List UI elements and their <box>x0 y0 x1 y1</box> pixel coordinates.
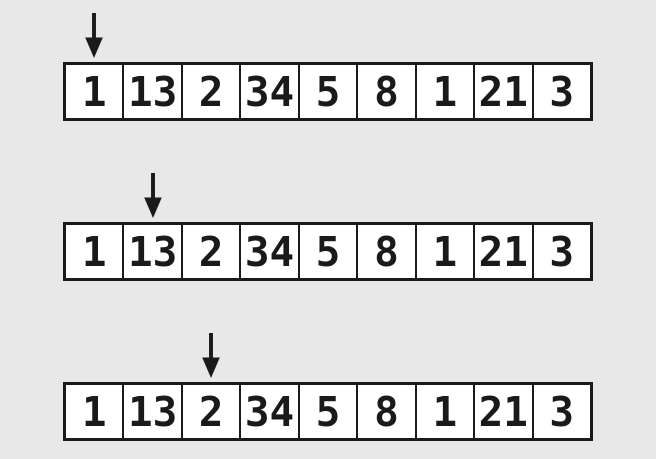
array-cell: 21 <box>473 65 532 118</box>
array-cell: 1 <box>66 385 123 438</box>
array-cell: 34 <box>239 225 298 278</box>
array-cell: 8 <box>356 65 415 118</box>
pointer-down-arrow-icon <box>144 173 162 218</box>
array-cell: 8 <box>356 385 415 438</box>
array-cell: 1 <box>414 385 474 438</box>
array-cell: 13 <box>122 385 181 438</box>
array-row: 1 13 2 34 5 8 1 21 3 <box>63 222 593 281</box>
array-cell: 5 <box>297 385 357 438</box>
array-cell: 2 <box>180 225 240 278</box>
array-cell: 34 <box>239 65 298 118</box>
array-cell: 2 <box>180 385 240 438</box>
array-cell: 5 <box>297 225 357 278</box>
pointer-down-arrow-icon <box>85 13 103 58</box>
array-cell: 13 <box>122 65 181 118</box>
array-cell: 34 <box>239 385 298 438</box>
array-cell: 13 <box>122 225 181 278</box>
traversal-step-1: 1 13 2 34 5 8 1 21 3 <box>63 13 593 121</box>
array-cell: 3 <box>531 385 590 438</box>
array-row: 1 13 2 34 5 8 1 21 3 <box>63 62 593 121</box>
array-cell: 3 <box>531 65 590 118</box>
array-cell: 21 <box>473 385 532 438</box>
array-cell: 21 <box>473 225 532 278</box>
array-cell: 1 <box>66 225 123 278</box>
traversal-step-2: 1 13 2 34 5 8 1 21 3 <box>63 173 593 281</box>
array-cell: 1 <box>414 225 474 278</box>
array-cell: 8 <box>356 225 415 278</box>
array-cell: 1 <box>414 65 474 118</box>
array-cell: 1 <box>66 65 123 118</box>
traversal-step-3: 1 13 2 34 5 8 1 21 3 <box>63 333 593 441</box>
array-cell: 2 <box>180 65 240 118</box>
array-cell: 5 <box>297 65 357 118</box>
pointer-down-arrow-icon <box>202 333 220 378</box>
array-row: 1 13 2 34 5 8 1 21 3 <box>63 382 593 441</box>
array-cell: 3 <box>531 225 590 278</box>
